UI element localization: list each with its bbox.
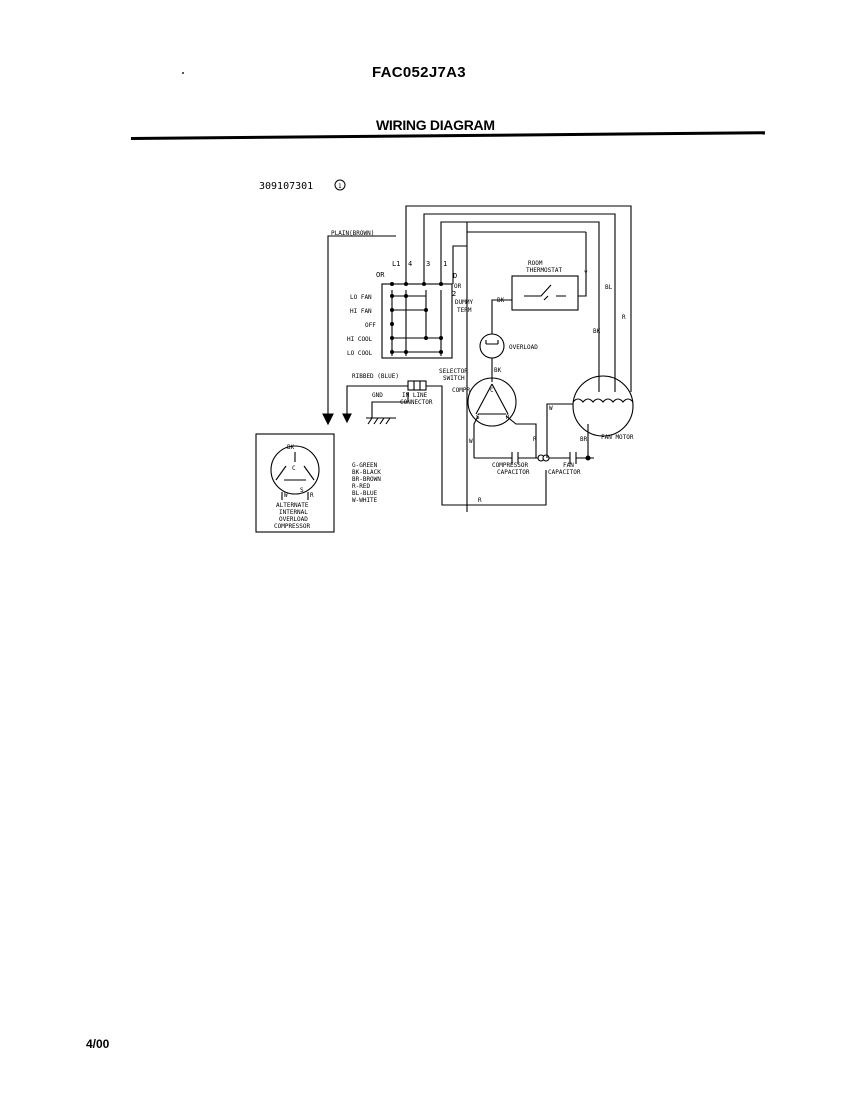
label-bk-comp: BK [494, 367, 502, 374]
label-overload: OVERLOAD [509, 344, 538, 351]
label-bk-right: BK [593, 328, 601, 335]
compressor [467, 377, 517, 427]
label-terminal-c: C [490, 387, 494, 394]
label-t1: 1 [443, 260, 447, 268]
wire-w-fan [546, 403, 573, 458]
wire-bk-thermostat [491, 299, 512, 308]
position-hi-fan: HI FAN [350, 308, 372, 315]
position-off: OFF [365, 322, 376, 329]
label-term: TERM [457, 307, 472, 314]
position-lo-cool: LO COOL [347, 350, 373, 357]
alt-label-c: C [292, 465, 296, 472]
color-key-green: G-GREEN [352, 462, 378, 469]
overload [479, 333, 505, 359]
footer-date: 4/00 [86, 1037, 110, 1051]
alternate-overload-box [255, 433, 335, 533]
label-thermostat: THERMOSTAT [526, 267, 563, 274]
revision-marker [334, 179, 346, 191]
position-hi-cool: HI COOL [347, 336, 373, 343]
label-plain-brown: PLAIN(BROWN) [331, 230, 374, 237]
color-key-black: BK-BLACK [352, 469, 381, 476]
label-room: ROOM [528, 260, 543, 267]
compressor-capacitor [474, 452, 540, 464]
wire-compressor-r [505, 415, 537, 458]
wire-ribbed [346, 385, 408, 414]
alt-label-w: W [284, 492, 288, 499]
page-title: WIRING DIAGRAM [376, 117, 495, 133]
wire-dummy [452, 245, 467, 284]
label-y: Y [584, 270, 588, 277]
label-t4: 4 [408, 260, 412, 268]
color-key-red: R-RED [352, 483, 370, 490]
label-r-comp: R [533, 436, 537, 443]
label-compr: COMPR [452, 387, 470, 394]
label-l1: L1 [392, 260, 400, 268]
alt-label-compressor: COMPRESSOR [274, 523, 311, 530]
alt-compressor [270, 445, 320, 495]
color-key-brown: BR-BROWN [352, 476, 381, 483]
ground-wire [371, 392, 409, 418]
wire-y [578, 278, 587, 297]
wire-loop-2 [423, 213, 616, 392]
label-inline: IN LINE [402, 392, 428, 399]
label-terminal-r: R [506, 414, 510, 421]
label-fan-capacitor: CAPACITOR [548, 469, 581, 476]
fan-motor-coil [572, 398, 634, 403]
ground-symbol [366, 417, 396, 425]
wire-compressor-s [473, 415, 479, 458]
label-bl: BL [605, 284, 613, 291]
label-fan-motor: FAN MOTOR [601, 434, 634, 441]
label-fan: FAN [563, 462, 574, 469]
compressor-windings [475, 383, 509, 415]
revision-number: 1 [338, 183, 342, 190]
alt-label-overload: OVERLOAD [279, 516, 308, 523]
model-number: FAC052J7A3 [372, 64, 466, 81]
alt-label-internal: INTERNAL [279, 509, 308, 516]
label-r-right: R [622, 314, 626, 321]
label-gnd: GND [372, 392, 383, 399]
fan-motor [572, 375, 634, 437]
arrow-plain [322, 413, 334, 426]
label-connector: CONNECTOR [400, 399, 433, 406]
wire-loop-3 [440, 221, 600, 392]
selector-switch-body [381, 283, 453, 359]
color-key-white: W-WHITE [352, 497, 378, 504]
position-lo-fan: LO FAN [350, 294, 372, 301]
label-br: BR [580, 436, 588, 443]
label-r-bottom: R [478, 497, 482, 504]
label-d-2: 2 [452, 290, 456, 298]
wire-loop-outer [405, 205, 632, 392]
color-key-blue: BL-BLUE [352, 490, 378, 497]
alt-label-bk: BK [287, 444, 295, 451]
alt-label-r: R [310, 492, 314, 499]
label-t3: 3 [426, 260, 430, 268]
alt-label-alternate: ALTERNATE [276, 502, 309, 509]
label-switch: SWITCH [443, 375, 465, 382]
inline-connector [407, 380, 427, 391]
room-thermostat [511, 275, 579, 311]
label-compressor: COMPRESSOR [492, 462, 529, 469]
fan-capacitor [546, 452, 594, 464]
label-w-left: W [469, 438, 473, 445]
label-d-or: OR [454, 283, 462, 290]
alt-label-s: S [300, 487, 304, 494]
label-selector: SELECTOR [439, 368, 468, 375]
switch-bus [391, 290, 442, 356]
label-terminal-s: S [476, 414, 480, 421]
label-d: D [453, 272, 457, 280]
label-ribbed-blue: RIBBED (BLUE) [352, 373, 399, 380]
wire-to-compressor [426, 385, 547, 506]
part-number: 309107301 [259, 181, 313, 192]
label-w-fan: W [549, 405, 553, 412]
arrow-ribbed-a [342, 413, 352, 424]
label-or: OR [376, 271, 385, 279]
label-bk-top: BK [497, 297, 505, 304]
scan-speck [182, 72, 184, 74]
wire-plain-brown [327, 235, 396, 418]
label-capacitor: CAPACITOR [497, 469, 530, 476]
label-dummy: DUMMY [455, 299, 473, 306]
